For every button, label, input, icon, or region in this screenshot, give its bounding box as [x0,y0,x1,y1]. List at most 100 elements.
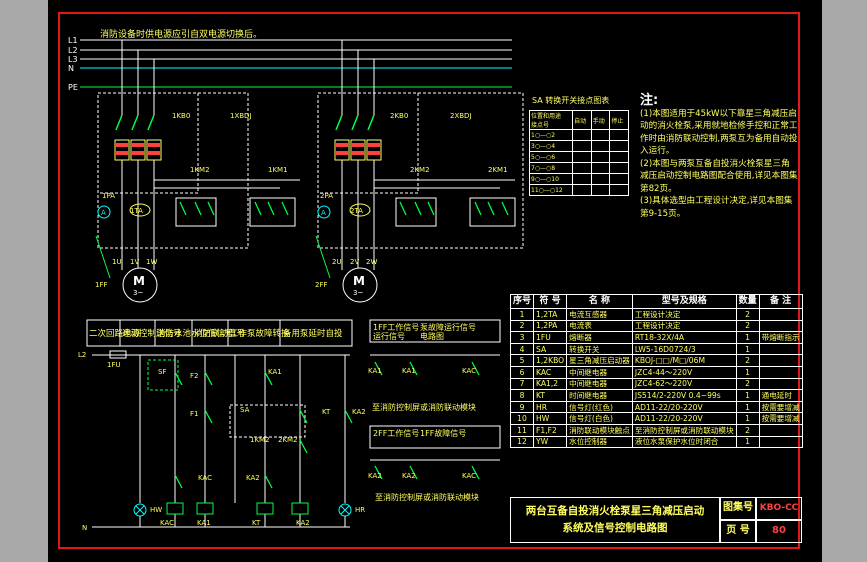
page-number: 80 [756,520,802,543]
signal-header: 泵故障运行信号 [420,322,476,332]
banner-text: 消防设备时供电源应引自双电源切换后。 [100,28,262,40]
table-cell [758,423,803,437]
ctrl-header: 远动控制送信号 [122,328,182,339]
table-cell: 1 [735,331,760,344]
table-cell: SA [533,342,568,356]
n-label: N [82,524,87,532]
table-cell: 中间继电器 [566,365,633,379]
sa-row: 3○—○4 [528,140,574,152]
table-cell: 信号灯(白色) [566,412,633,425]
ctrl-header: 备用泵延时自投 [283,328,343,339]
v-label: 1V [130,258,139,266]
col-header: 符 号 [533,294,568,309]
table-cell: 通电延时 [758,389,803,402]
sa-row: 1○—○2 [528,129,574,141]
table-cell: 1 [735,365,760,379]
breaker-label: 1KB0 [172,112,190,120]
table-cell: 1,2TA [533,308,568,321]
col-header: 序号 [509,294,535,309]
table-cell: 8 [509,389,535,402]
table-cell: 2 [509,319,535,333]
f1-label: F1 [190,410,198,418]
title-line: 系统及信号控制电路图 [562,522,668,534]
table-cell [758,365,803,379]
table-cell: 2 [735,377,760,391]
bottom-label: KAC [160,519,174,527]
bus-label: L2 [68,46,78,55]
sa-col: 自动 [572,110,592,130]
signal-caption: 至消防控制屏或消防联动模块 [372,402,476,412]
drawing-title: 两台互备自投消火栓泵星三角减压启动 系统及信号控制电路图 [510,497,720,543]
pa-label: 2PA [320,192,333,200]
table-cell: KBOJ-□□/M□/06M [631,354,737,367]
table-cell: 1 [509,308,535,321]
table-cell [758,435,803,449]
col-header: 型号及规格 [631,294,737,309]
sa-header: 位置和用途接点号 [528,110,574,130]
u-label: 2U [332,258,342,266]
parts-header-row: 序号 符 号 名 称 型号及规格 数量 备 注 [509,294,803,309]
table-cell: 1 [735,389,760,402]
km-label: 1KM2 [190,166,210,174]
page-label: 页 号 [720,520,756,543]
note-item: (1)本图适用于45kW以下靠星三角减压启动的消火栓泵,采用就地检修手控和正常工… [640,108,798,157]
relay-label: KAC [462,367,476,375]
notes-block: 注: (1)本图适用于45kW以下靠星三角减压启动的消火栓泵,采用就地检修手控和… [640,94,798,220]
ff-label: 2FF [315,281,328,289]
contactor-group-label: 2XBDJ [450,112,472,120]
table-cell: 9 [509,400,535,414]
drawing-sheet [48,0,822,562]
pa-label: 1PA [102,192,115,200]
signal-header: 运行信号 [373,331,405,341]
km-label: 1KM1 [268,166,288,174]
table-cell: 11 [509,423,535,437]
ctrl-header: 工作泵故障转换 [230,328,290,339]
table-cell: 至消防控制屏或消防联动模块 [631,423,737,437]
sa-label: SA [240,406,250,414]
ctrl-header: 消防联动信号 [194,328,245,339]
signal-header: 1FF故障信号 [420,428,466,438]
table-cell: HR [533,400,568,414]
fuse-label: 1FU [107,361,121,369]
table-cell [758,377,803,391]
sa-col: 停止 [609,110,629,130]
l2-label: L2 [78,351,86,359]
relay-label: KA1 [402,367,416,375]
ammeter-label: A [101,209,106,217]
table-cell: HW [533,412,568,425]
motor-phase: 3~ [353,289,363,297]
atlas-label: 图集号 [720,497,756,520]
w-label: 1W [146,258,157,266]
motor-symbol: M [353,274,365,288]
table-cell: 1FU [533,331,568,344]
sa-row: 7○—○8 [528,162,574,174]
table-cell: 2 [735,319,760,333]
table-cell: 中间继电器 [566,377,633,391]
right-motor-unit: A M 3~ 2KB0 2XBDJ 2KM2 2KM1 2PA 2TA 2FF … [315,40,524,303]
ka2-contact-label: KA2 [246,474,260,482]
table-cell: 1 [735,412,760,425]
ka2-label: KA2 [352,408,366,416]
v-label: 2V [350,258,359,266]
hr-label: HR [355,506,365,514]
signal-header: 2FF工作信号 [373,428,419,438]
table-cell: AD11-22/20-220V [631,400,737,414]
sf-label: SF [158,368,166,376]
bottom-label: KA2 [296,519,310,527]
title-line: 两台互备自投消火栓泵星三角减压启动 [525,505,705,517]
col-header: 备 注 [758,294,803,309]
table-cell: 电流互感器 [566,308,633,321]
table-cell: AD11-22/20-220V [631,412,737,425]
breaker-label: 2KB0 [390,112,408,120]
ff-label: 1FF [95,281,108,289]
ctrl-header: 消防水池水位低信号 [157,328,234,339]
